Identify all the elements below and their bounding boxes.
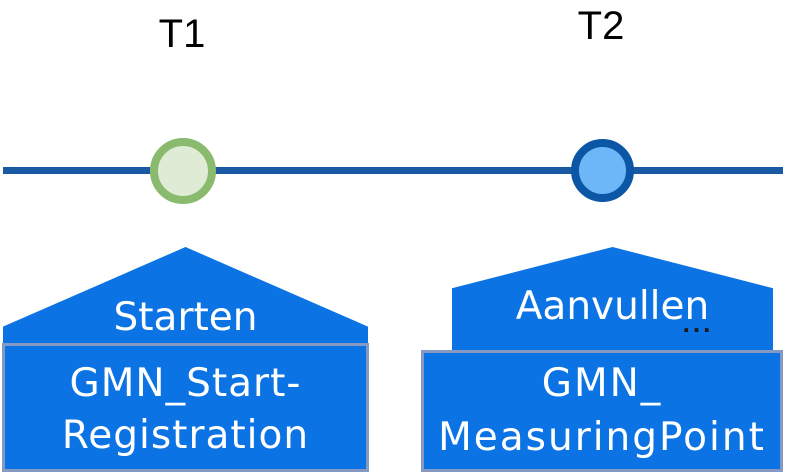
callout-box-start-registration: GMN_Start- Registration xyxy=(2,343,369,472)
timeline-marker-t2-circle xyxy=(571,139,634,202)
measuring-point-name-line-2: MeasuringPoint xyxy=(438,415,766,460)
timeline-label-t1: T1 xyxy=(158,12,206,56)
timeline-label-t2: T2 xyxy=(577,4,625,48)
aanvullen-action-label: Aanvullen xyxy=(515,284,710,329)
start-registration-name-line-1: GMN_Start- xyxy=(69,360,302,406)
ellipsis-more-indicator: ... xyxy=(682,308,714,338)
callout-roof-starten: Starten xyxy=(3,247,368,343)
start-registration-name-line-2: Registration xyxy=(61,412,310,458)
timeline-marker-t1-circle xyxy=(150,138,216,204)
starten-action-label: Starten xyxy=(113,295,258,340)
measuring-point-name-line-1: GMN_ xyxy=(541,361,663,406)
timeline-line xyxy=(3,167,783,174)
callout-box-measuring-point: GMN_ MeasuringPoint xyxy=(421,350,783,472)
callout-roof-aanvullen: Aanvullen xyxy=(452,247,773,350)
